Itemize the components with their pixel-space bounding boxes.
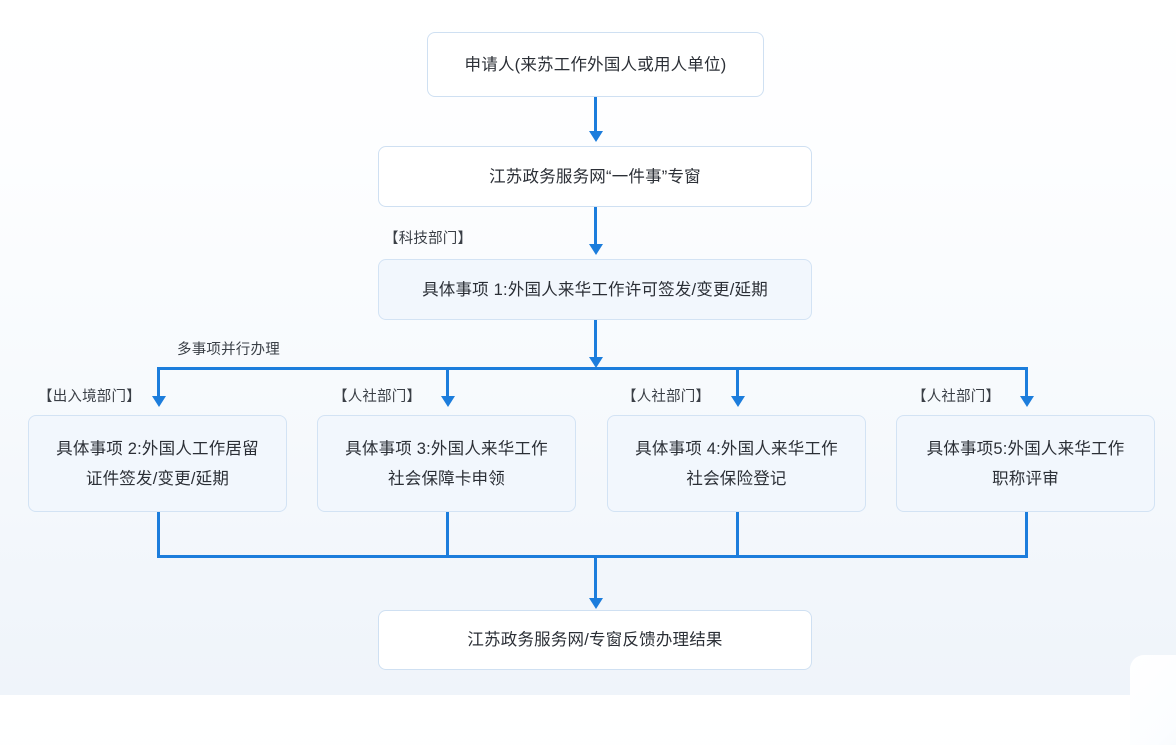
node-applicant-label: 申请人(来苏工作外国人或用人单位) <box>464 55 727 74</box>
node-applicant[interactable]: 申请人(来苏工作外国人或用人单位) <box>427 32 764 97</box>
arrowhead-split-to-item4 <box>730 396 745 407</box>
split-bar <box>158 367 1028 370</box>
node-item2[interactable]: 具体事项 2:外国人工作居留 证件签发/变更/延期 <box>28 415 287 512</box>
node-item1-label: 具体事项 1:外国人来华工作许可签发/变更/延期 <box>422 280 768 299</box>
flowchart-canvas: 申请人(来苏工作外国人或用人单位) 江苏政务服务网“一件事”专窗 【科技部门】 … <box>28 32 1176 745</box>
node-item5-line2: 职称评审 <box>992 469 1059 488</box>
node-item5[interactable]: 具体事项5:外国人来华工作 职称评审 <box>896 415 1155 512</box>
connector-item3-to-merge <box>446 512 449 558</box>
arrowhead-applicant-to-portal <box>588 131 603 142</box>
arrowhead-merge-to-result <box>588 598 603 609</box>
arrowhead-item1-to-split <box>588 357 603 368</box>
label-dept-exit-entry: 【出入境部门】 <box>38 389 141 405</box>
corner-panel-artifact <box>1130 655 1176 745</box>
connector-item1-to-split <box>594 320 597 358</box>
node-item1[interactable]: 具体事项 1:外国人来华工作许可签发/变更/延期 <box>378 259 812 320</box>
connector-merge-to-result <box>594 555 597 600</box>
node-result-label: 江苏政务服务网/专窗反馈办理结果 <box>467 631 723 649</box>
label-parallel-note: 多事项并行办理 <box>177 342 280 358</box>
node-item3-line1: 具体事项 3:外国人来华工作 <box>345 439 548 458</box>
arrowhead-split-to-item3 <box>440 396 455 407</box>
arrowhead-split-to-item5 <box>1019 396 1034 407</box>
node-item5-line1: 具体事项5:外国人来华工作 <box>926 439 1125 458</box>
label-dept-hr-social-1: 【人社部门】 <box>333 389 422 405</box>
connector-item2-to-merge <box>157 512 160 558</box>
connector-item5-to-merge <box>1025 512 1028 558</box>
connector-portal-to-item1 <box>594 207 597 247</box>
node-item3[interactable]: 具体事项 3:外国人来华工作 社会保障卡申领 <box>317 415 576 512</box>
arrowhead-portal-to-item1 <box>588 244 603 255</box>
node-item4-line1: 具体事项 4:外国人来华工作 <box>635 439 838 458</box>
label-dept-tech: 【科技部门】 <box>384 231 473 247</box>
connector-split-to-item4 <box>736 367 739 398</box>
node-item2-line1: 具体事项 2:外国人工作居留 <box>56 439 259 458</box>
node-item2-line2: 证件签发/变更/延期 <box>85 469 230 488</box>
connector-split-to-item2 <box>157 367 160 398</box>
node-portal[interactable]: 江苏政务服务网“一件事”专窗 <box>378 146 812 207</box>
connector-split-to-item5 <box>1025 367 1028 398</box>
connector-split-to-item3 <box>446 367 449 398</box>
connector-applicant-to-portal <box>594 97 597 134</box>
node-result[interactable]: 江苏政务服务网/专窗反馈办理结果 <box>378 610 812 670</box>
arrowhead-split-to-item2 <box>151 396 166 407</box>
node-item4[interactable]: 具体事项 4:外国人来华工作 社会保险登记 <box>607 415 866 512</box>
merge-bar <box>157 555 1028 558</box>
node-item3-line2: 社会保障卡申领 <box>388 469 505 488</box>
label-dept-hr-social-3: 【人社部门】 <box>912 389 1001 405</box>
label-dept-hr-social-2: 【人社部门】 <box>622 389 711 405</box>
connector-item4-to-merge <box>736 512 739 558</box>
node-portal-label: 江苏政务服务网“一件事”专窗 <box>489 167 701 186</box>
node-item4-line2: 社会保险登记 <box>686 469 787 488</box>
